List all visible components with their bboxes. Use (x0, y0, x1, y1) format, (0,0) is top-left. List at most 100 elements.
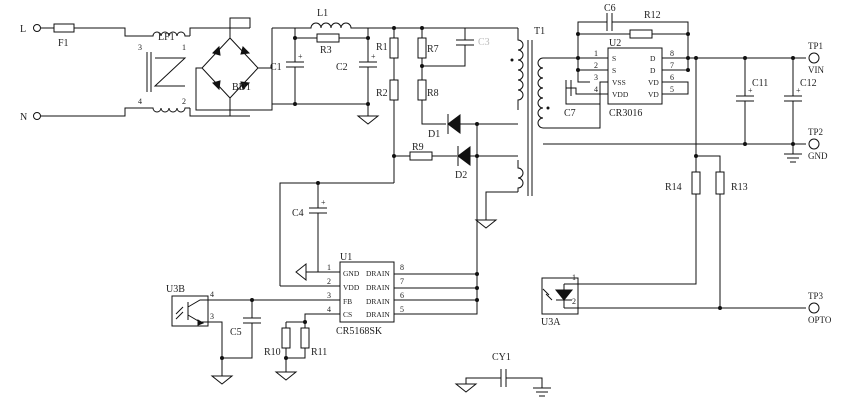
u1-pin3-name: FB (343, 297, 352, 306)
c12-label: C12 (800, 78, 817, 89)
capacitor-c5: C5 (221, 300, 261, 376)
c3-label: C3 (478, 37, 490, 48)
resistor-r10: R10 (264, 322, 291, 372)
capacitor-c12: + C12 (784, 58, 817, 144)
junction-dots (220, 26, 795, 360)
u1-pin7-num: 7 (400, 277, 404, 286)
u2-part: CR3016 (609, 108, 642, 119)
u3b-label: U3B (166, 284, 185, 295)
u2-ref: U2 (609, 38, 621, 49)
r8-label: R8 (427, 88, 439, 99)
resistor-r1: R1 (376, 28, 399, 59)
u3b-pin3: 3 (210, 312, 214, 321)
c5-label: C5 (230, 327, 242, 338)
ic-u2: U2 CR3016 S S VSS VDD 1 2 3 4 D D VD VD … (594, 38, 674, 119)
u1-pin4-num: 4 (327, 305, 331, 314)
tp1-label: TP1 (808, 41, 823, 51)
lf1-label: LF1 (158, 32, 175, 43)
fuse-f1: F1 (53, 23, 135, 49)
optocoupler-u3a: 1 2 U3A (541, 273, 579, 328)
ground-symbol-secondary (784, 144, 802, 163)
capacitor-c1: + C1 (270, 38, 304, 104)
optocoupler-u3b: 4 3 U3B (166, 284, 223, 358)
u2-pin7-num: 7 (670, 61, 674, 70)
u2-pin2-name: S (612, 66, 616, 75)
c1-label: C1 (270, 62, 282, 73)
r12-label: R12 (644, 10, 661, 21)
resistor-r8: R8 (417, 79, 439, 101)
u1-ref: U1 (340, 252, 352, 263)
u1-pin8-name: DRAIN (366, 269, 390, 278)
r1-label: R1 (376, 42, 388, 53)
r7-label: R7 (427, 44, 439, 55)
inductor-l1: L1 (295, 8, 373, 29)
bd1-label: BD1 (232, 82, 251, 93)
svg-text:+: + (748, 86, 753, 95)
c6-label: C6 (604, 3, 616, 14)
u2-pin8-num: 8 (670, 49, 674, 58)
r11-label: R11 (311, 347, 327, 358)
neutral-terminal-label: N (20, 112, 27, 123)
ic-u1: U1 CR5168SK GND VDD FB CS 1 2 3 4 DRAIN … (327, 252, 404, 337)
d1-label: D1 (428, 129, 440, 140)
r9-label: R9 (412, 142, 424, 153)
resistor-r9: R9 (394, 142, 433, 161)
capacitor-c2: + C2 (336, 38, 380, 125)
lf1-pin-3: 3 (138, 43, 142, 52)
r10-label: R10 (264, 347, 281, 358)
u2-pin7-name: D (650, 66, 656, 75)
u2-pin3-num: 3 (594, 73, 598, 82)
test-point-tp1: TP1 VIN (808, 41, 824, 75)
u1-pin5-name: DRAIN (366, 310, 390, 319)
capacitor-c4: + C4 (292, 183, 327, 272)
fuse-f1-label: F1 (58, 38, 69, 49)
transformer-t1: T1 (474, 26, 550, 229)
test-point-tp3: TP3 OPTO (808, 291, 832, 325)
u2-pin1-name: S (612, 54, 616, 63)
lf1-pin-1: 1 (182, 43, 186, 52)
u2-pin3-name: VSS (612, 78, 626, 87)
gnd-label: GND (808, 151, 828, 161)
capacitor-c6: C6 (577, 3, 689, 58)
resistor-r12: R12 (578, 10, 688, 39)
capacitor-cy1: CY1 (454, 352, 551, 397)
line-terminal-label: L (20, 24, 26, 35)
r13-label: R13 (731, 182, 748, 193)
u3a-pin1: 1 (572, 273, 576, 282)
u3a-label: U3A (541, 317, 561, 328)
u1-pin3-num: 3 (327, 291, 331, 300)
ac-input: L N (20, 24, 135, 123)
diode-d2: D2 (432, 146, 518, 181)
resistor-r7: R7 (417, 28, 439, 59)
d2-label: D2 (455, 170, 467, 181)
svg-text:+: + (371, 52, 376, 61)
u2-pin5-num: 5 (670, 85, 674, 94)
svg-text:+: + (321, 198, 326, 207)
u1-pin2-name: VDD (343, 283, 360, 292)
opto-label: OPTO (808, 315, 832, 325)
capacitor-c11: + C11 (736, 58, 768, 144)
u3b-pin4: 4 (210, 290, 214, 299)
c11-label: C11 (752, 78, 768, 89)
vin-label: VIN (808, 65, 824, 75)
capacitor-c7: C7 (564, 80, 608, 119)
r14-label: R14 (665, 182, 682, 193)
u2-pin6-name: VD (648, 78, 659, 87)
r3-label: R3 (320, 45, 332, 56)
resistor-r14: R14 (578, 58, 701, 285)
diode-d1: D1 (428, 114, 518, 140)
u2-pin6-num: 6 (670, 73, 674, 82)
u2-pin2-num: 2 (594, 61, 598, 70)
c4-label: C4 (292, 208, 304, 219)
u3a-pin2: 2 (572, 297, 576, 306)
r2-label: R2 (376, 88, 388, 99)
resistor-r11: R11 (286, 322, 327, 359)
u2-pin5-name: VD (648, 90, 659, 99)
cy1-label: CY1 (492, 352, 511, 363)
lf1-pin-2: 2 (182, 97, 186, 106)
u1-pin5-num: 5 (400, 305, 404, 314)
u1-pin4-name: CS (343, 310, 352, 319)
u1-pin6-num: 6 (400, 291, 404, 300)
u2-pin4-name: VDD (612, 90, 629, 99)
